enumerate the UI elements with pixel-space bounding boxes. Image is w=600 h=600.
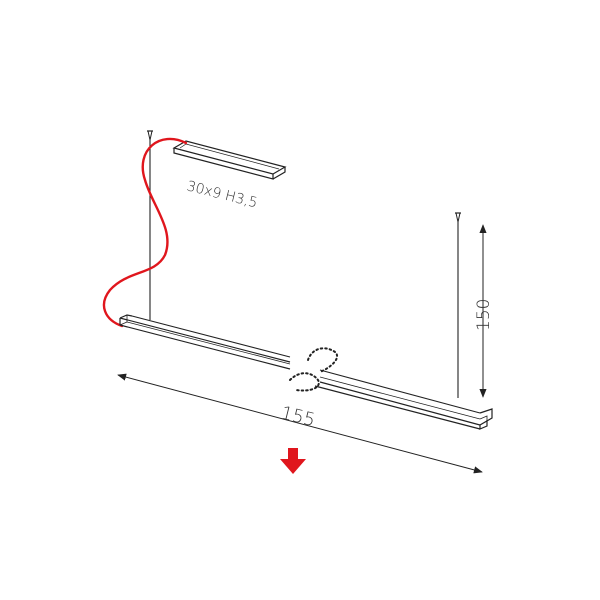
arrow-down-icon (280, 448, 306, 474)
power-cable (102, 137, 188, 328)
length-dimension-label: 155 (279, 402, 317, 431)
length-dimension (117, 373, 483, 474)
ceiling-canopy (172, 140, 287, 180)
canopy-dimension-label: 30x9 H3,5 (185, 178, 259, 211)
height-dimension-label: 150 (474, 299, 494, 331)
left-suspension-wire (147, 130, 153, 320)
right-suspension-wire (455, 212, 461, 398)
